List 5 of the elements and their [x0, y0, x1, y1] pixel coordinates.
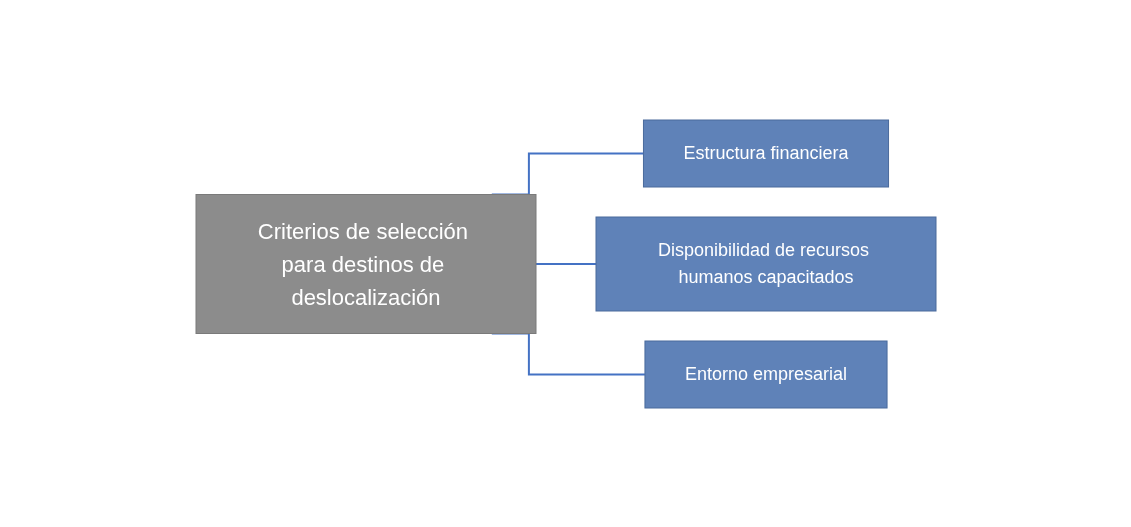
- node-box: Entorno empresarial: [643, 340, 888, 408]
- node-box: Disponibilidad de recursos humanos capacitados: [595, 216, 936, 311]
- node-box: Estructura financiera: [642, 119, 889, 187]
- node-box: Criterios de selección para destinos de deslocalización: [195, 193, 536, 334]
- connector: [534, 262, 597, 265]
